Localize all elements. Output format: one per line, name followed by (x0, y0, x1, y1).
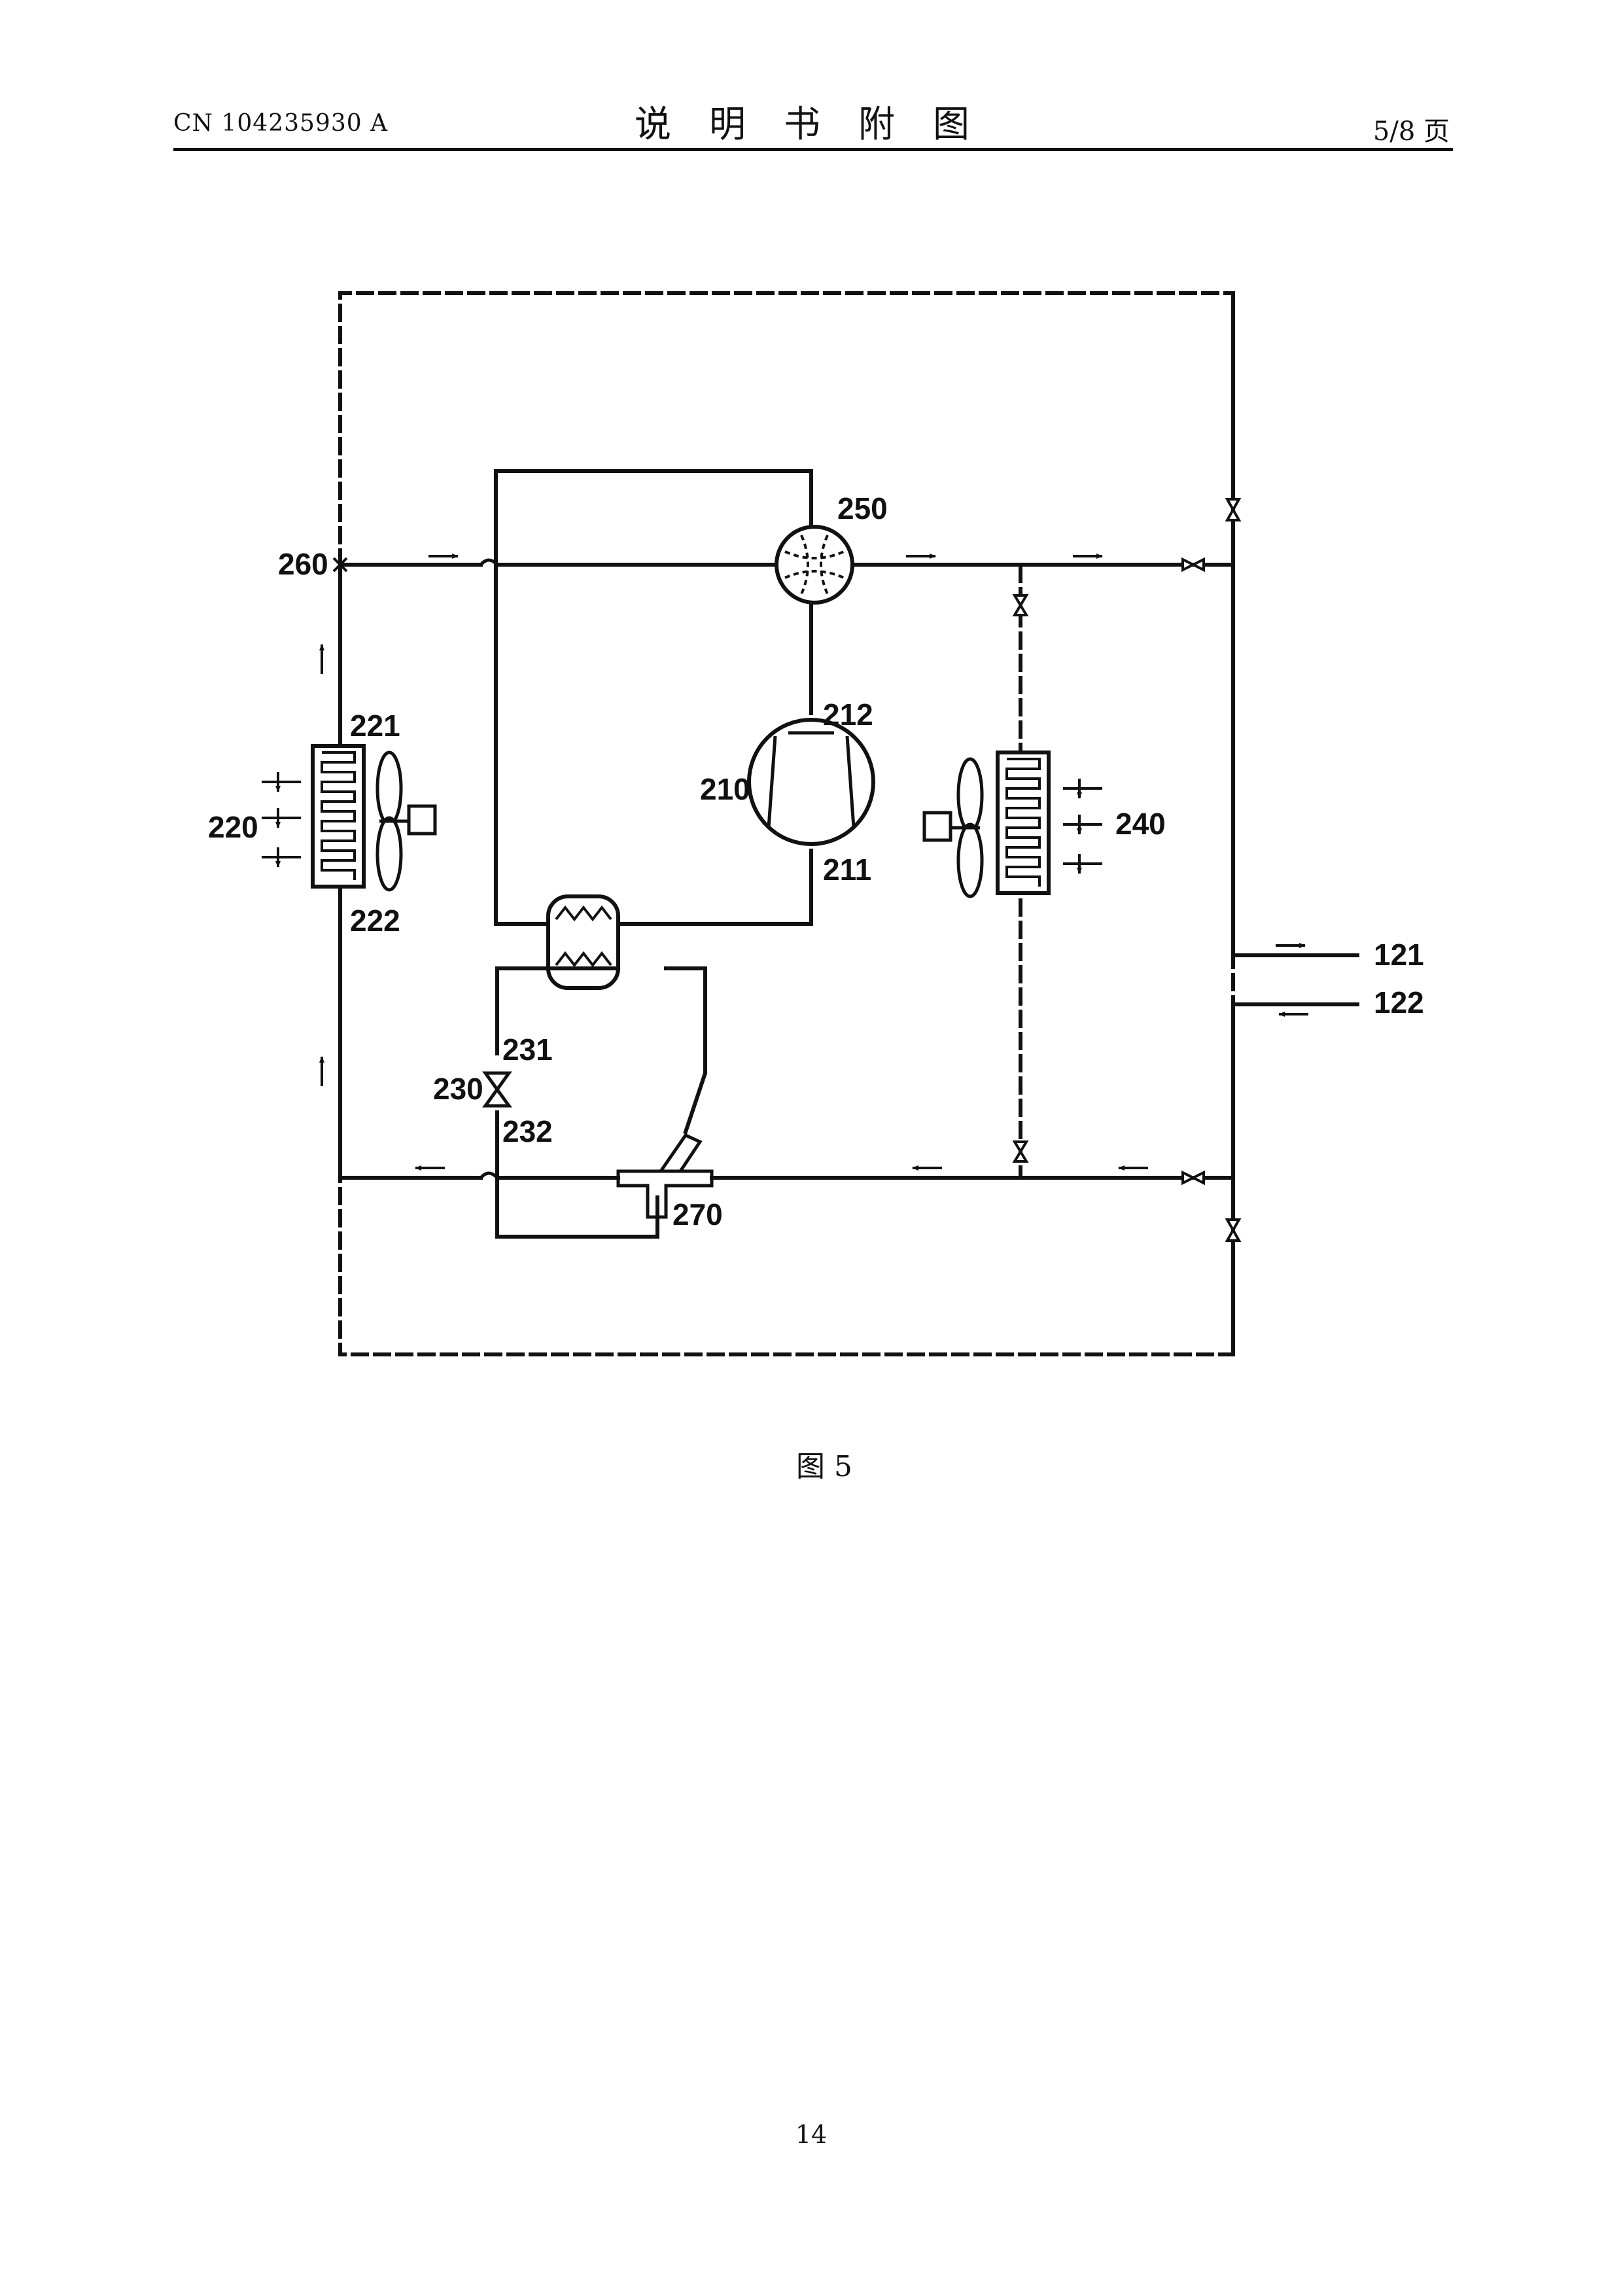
crossing-bump-bottom (478, 1171, 500, 1180)
right-heat-exchanger-240 (922, 751, 1051, 898)
figure-caption: 图 5 (796, 1450, 852, 1483)
label-270: 270 (672, 1197, 723, 1231)
label-121: 121 (1374, 938, 1424, 972)
ejector-270 (616, 1133, 714, 1219)
four-way-valve-250 (775, 525, 854, 605)
right-riser (1231, 291, 1359, 1356)
label-211: 211 (823, 853, 871, 887)
label-220: 220 (208, 810, 258, 844)
label-222: 222 (350, 904, 400, 938)
page-number: 14 (795, 2120, 828, 2149)
economizer-loop (495, 966, 707, 1239)
section-title: 说明书附图 (635, 103, 1007, 146)
compressor-210 (747, 718, 875, 846)
publication-number: CN 104235930 A (173, 110, 389, 137)
page-of: 5/8 页 (1372, 116, 1450, 147)
label-250: 250 (837, 491, 888, 525)
label-212: 212 (823, 698, 873, 732)
label-230: 230 (433, 1072, 483, 1106)
header-rule (173, 148, 1453, 151)
flow-direction-arrows (319, 554, 1308, 1171)
left-heat-exchanger-220 (311, 744, 437, 892)
expansion-valve-230 (482, 1071, 512, 1108)
air-flow-arrows (262, 772, 1102, 874)
label-231: 231 (502, 1033, 553, 1067)
label-221: 221 (350, 709, 400, 743)
label-240: 240 (1115, 807, 1166, 841)
label-232: 232 (502, 1114, 553, 1148)
compressor-loop (494, 469, 813, 926)
label-122: 122 (1374, 985, 1424, 1019)
label-210: 210 (700, 772, 750, 806)
small-valves (332, 498, 1242, 1242)
label-260: 260 (278, 547, 328, 581)
economizer-heat-exchanger (546, 894, 620, 990)
